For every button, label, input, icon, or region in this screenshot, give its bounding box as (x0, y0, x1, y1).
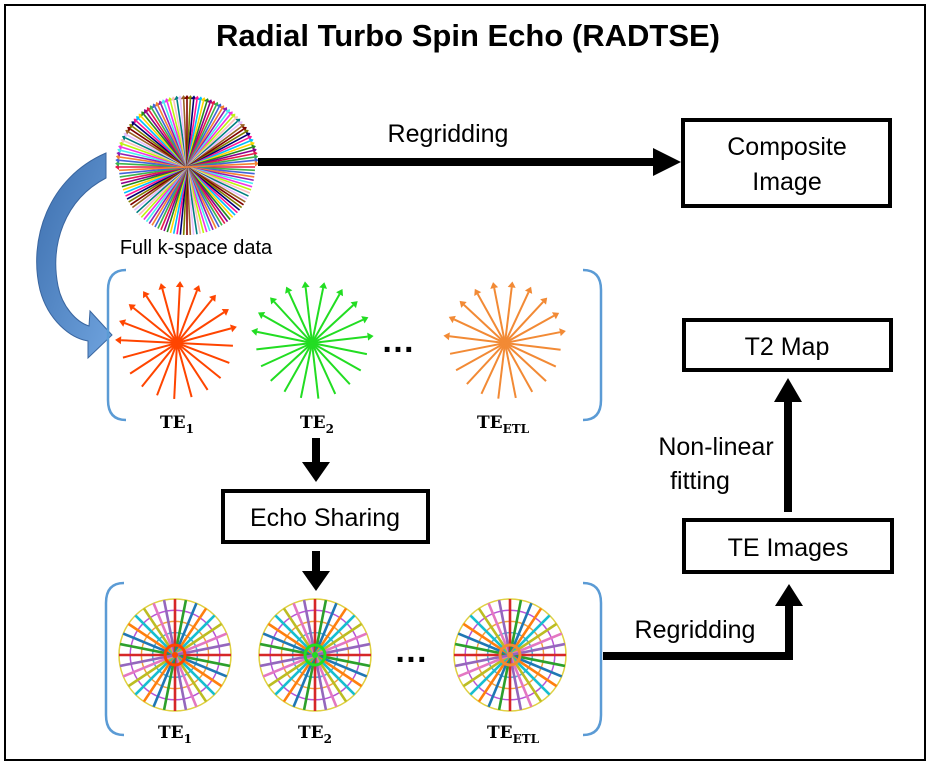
te-etl-spokes (443, 281, 566, 399)
regridding-top-arrow-head (653, 148, 681, 176)
kspace-spoke-tip (245, 132, 251, 138)
echo-sharing-box (221, 489, 430, 544)
bottom-ellipsis: … (394, 632, 428, 670)
fan-spoke-tip (361, 316, 369, 324)
wheel-center (498, 643, 522, 667)
te2-shared-wheel (258, 598, 372, 712)
kspace-spoke-tip (164, 98, 171, 103)
echo-sharing-label: Echo Sharing (250, 504, 400, 532)
fan-spoke-tip (540, 297, 548, 305)
fan-spoke-tip (128, 304, 136, 311)
te-images-label: TE Images (728, 534, 849, 562)
fan-spoke-tip (301, 281, 310, 288)
kspace-spoke-tip (158, 100, 164, 106)
te-images-box (682, 518, 894, 574)
wheel-center (303, 643, 327, 667)
fan-spoke-tip (143, 291, 150, 299)
fan-spoke-tip (524, 286, 533, 294)
t2-map-label: T2 Map (745, 333, 830, 361)
regridding-bottom-arrow-head (775, 584, 803, 606)
top-ellipsis: … (381, 322, 415, 360)
fan-spoke-tip (258, 311, 266, 319)
fan-spoke-tip (448, 315, 456, 324)
fan-spoke-tip (193, 285, 201, 293)
fan-spoke-tip (507, 281, 516, 288)
fan-spoke-tip (175, 281, 184, 288)
fan-spoke-tip (285, 286, 293, 294)
fan-spoke-tip (230, 324, 237, 333)
te1-shared-wheel (118, 598, 232, 712)
fan-spoke-tip (119, 319, 127, 327)
kspace-spoke (119, 162, 255, 172)
te1-spokes (115, 281, 237, 399)
fan-spoke-tip (270, 297, 278, 305)
fan-spoke-tip (551, 312, 560, 320)
fan-spoke (449, 331, 561, 355)
kspace-spoke-tip (243, 129, 249, 135)
fan-spoke-tip (158, 283, 167, 290)
down-arrow-2-head (302, 571, 330, 591)
wheel-center (163, 643, 187, 667)
bottom-group-left-bracket (104, 581, 125, 737)
curved-arrow (36, 152, 113, 360)
regridding-bottom-label: Regridding (635, 616, 756, 644)
kspace-spoke-tip (251, 144, 256, 151)
fan-spoke-tip (209, 294, 216, 302)
te-etl-shared-wheel (453, 598, 567, 712)
fitting-arrow-head (774, 378, 802, 402)
composite-image-label-line1: Composite (727, 133, 847, 161)
fan-spoke (122, 327, 232, 359)
fan-spoke-tip (221, 309, 229, 316)
wheel-center-dot (507, 652, 513, 658)
wheel-center-dot (312, 652, 318, 658)
wheel-center-dot (172, 652, 178, 658)
nonlinear-fitting-line2: fitting (670, 467, 730, 495)
te2-spokes (251, 281, 374, 399)
composite-image-box (681, 118, 892, 208)
t2-map-box (682, 318, 893, 372)
kspace-spoke-tip (247, 135, 253, 141)
full-kspace-circle (115, 95, 259, 235)
fan-spoke-tip (350, 301, 358, 309)
bottom-group-right-bracket (582, 581, 603, 737)
kspace-spoke-tip (155, 101, 161, 107)
top-te-etl-label: TEETL (477, 413, 530, 436)
kspace-spoke-tip (149, 105, 155, 111)
kspace-spoke-tip (250, 141, 255, 147)
down-arrow-1-head (302, 462, 330, 482)
kspace-spoke-tip (254, 160, 259, 167)
nonlinear-fitting-line1: Non-linear (658, 433, 773, 461)
fan-spoke (256, 335, 368, 351)
fan-spoke-tip (443, 332, 450, 341)
top-te1-label: TE1 (160, 413, 194, 436)
fan-spoke-tip (319, 282, 328, 289)
composite-image-label-line2: Image (752, 168, 821, 196)
kspace-spoke-tip (248, 138, 254, 144)
fan-spoke-tip (459, 300, 467, 308)
kspace-spoke-tip (152, 103, 158, 109)
fan-spoke-tip (559, 328, 566, 337)
fan-spoke-tip (251, 327, 258, 336)
bottom-te1-label: TE1 (158, 723, 192, 746)
top-te2-label: TE2 (300, 413, 334, 436)
fan-spoke-tip (367, 332, 374, 341)
bottom-te2-label: TE2 (298, 723, 332, 746)
regridding-bottom-arrow-line (603, 604, 793, 660)
top-group-left-bracket (106, 268, 127, 422)
fan-spoke-tip (336, 289, 344, 297)
bottom-te-etl-label: TEETL (487, 723, 540, 746)
regridding-top-label: Regridding (388, 120, 509, 148)
fan-spoke-tip (474, 288, 482, 297)
top-group-right-bracket (582, 268, 603, 422)
fan-spoke-tip (490, 282, 499, 289)
fan-spoke-tip (115, 336, 122, 345)
kspace-label: Full k-space data (120, 237, 273, 259)
kspace-spoke-tip (161, 99, 167, 104)
diagram-title: Radial Turbo Spin Echo (RADTSE) (216, 18, 720, 53)
